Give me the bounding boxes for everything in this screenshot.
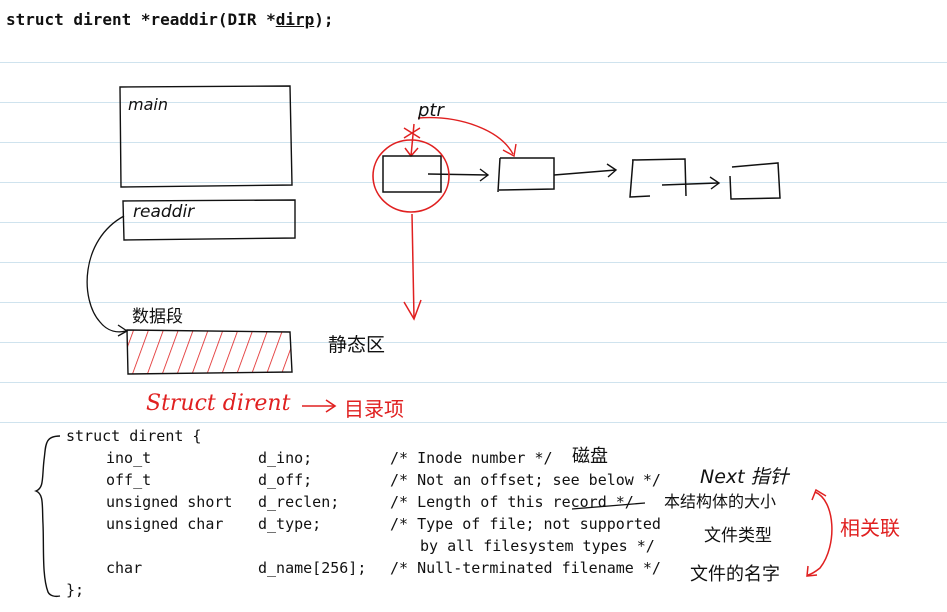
signature-param: dirp	[275, 10, 315, 29]
ptr-label: ptr	[418, 100, 444, 121]
readdir-frame-box	[122, 199, 296, 241]
main-frame-label: main	[128, 95, 168, 114]
struct-open-line: struct dirent {	[66, 427, 202, 445]
field-name: d_ino;	[258, 449, 313, 467]
annotation-d-ino: 磁盘	[572, 446, 608, 467]
node3-to-node4-arrow	[661, 182, 719, 186]
field-name: d_name[256];	[258, 559, 367, 577]
field-type: ino_t	[106, 449, 152, 467]
field-comment: /* Inode number */	[390, 449, 553, 467]
node1-to-node2-arrow	[427, 173, 489, 176]
struct-close-line: };	[66, 581, 85, 599]
annotation-d-name: 文件的名字	[690, 564, 780, 585]
readdir-to-data-arrow	[86, 215, 127, 333]
field-name: d_reclen;	[258, 493, 340, 511]
static-area-label: 静态区	[328, 334, 386, 356]
field-type: off_t	[106, 471, 152, 489]
readdir-frame-label: readdir	[133, 202, 195, 222]
field-name: d_off;	[258, 471, 313, 489]
field-comment-continuation: by all filesystem types */	[420, 537, 655, 555]
list-node-2	[497, 157, 555, 193]
field-type: unsigned short	[106, 493, 233, 511]
main-frame-box	[119, 85, 293, 188]
field-comment: /* Not an offset; see below */	[390, 471, 661, 489]
function-signature: struct dirent *readdir(DIR *dirp);	[6, 10, 334, 29]
to-static-area-arrow	[411, 213, 415, 319]
ptr-next-arrow	[417, 116, 514, 155]
data-segment-label: 数据段	[132, 307, 183, 327]
field-comment: /* Type of file; not supported	[390, 515, 661, 533]
annotation-d-off: Next 指针	[700, 466, 789, 488]
related-label: 相关联	[840, 516, 900, 540]
struct-left-brace	[34, 435, 61, 598]
annotation-d-type: 文件类型	[704, 526, 772, 546]
signature-prefix: struct dirent *readdir(DIR *	[6, 10, 276, 29]
field-type: unsigned char	[106, 515, 224, 533]
field-type: char	[106, 559, 143, 577]
annotation-d-reclen: 本结构体的大小	[664, 492, 777, 511]
directory-entry-note: 目录项	[344, 397, 404, 421]
list-node-4	[729, 162, 781, 200]
field-comment: /* Null-terminated filename */	[390, 559, 661, 577]
first-node-highlight-circle	[372, 139, 450, 213]
data-segment-box	[126, 329, 293, 375]
node2-to-node3-arrow	[553, 169, 617, 176]
list-node-3	[629, 158, 687, 198]
field-comment: /* Length of this record */	[390, 493, 634, 511]
signature-suffix: );	[314, 10, 334, 29]
related-bracket	[807, 491, 833, 576]
struct-dirent-note: Struct dirent	[146, 391, 291, 416]
field-name: d_type;	[258, 515, 322, 533]
